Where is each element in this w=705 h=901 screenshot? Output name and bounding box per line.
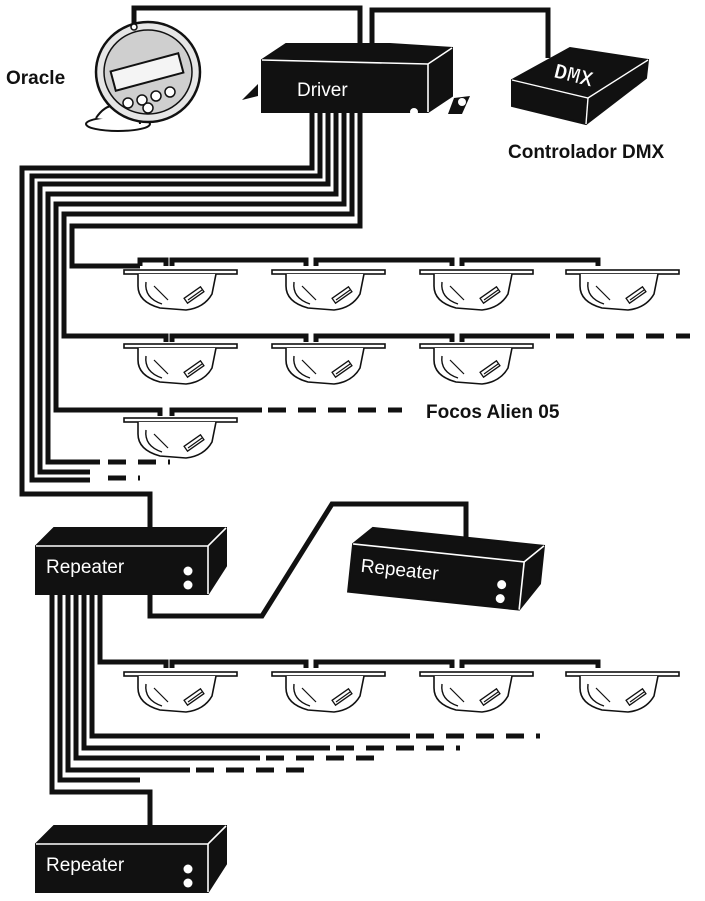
fixture (565, 671, 680, 713)
fixture (123, 343, 238, 385)
driver-device: Driver (242, 43, 470, 116)
driver-label: Driver (297, 80, 348, 101)
fixture (565, 269, 680, 311)
repeater-main: Repeater (35, 501, 469, 619)
fixture-row-3 (123, 407, 402, 459)
controller-label: Controlador DMX (508, 142, 665, 163)
fixture (123, 671, 238, 713)
fixture-row-4 (123, 659, 680, 713)
fixture-row-2 (123, 333, 690, 385)
repeater-bottom-label: Repeater (46, 855, 125, 876)
repeater-right: Repeater (347, 525, 545, 613)
fixture (123, 269, 238, 311)
lower-bus-wiring (49, 594, 540, 856)
upper-bus-wiring (19, 112, 363, 562)
fixture (419, 343, 534, 385)
dmx-controller-device: DMX (511, 46, 650, 126)
fixture-group-label: Focos Alien 05 (426, 402, 560, 423)
oracle-device (85, 20, 202, 132)
fixture (419, 671, 534, 713)
repeater-bottom: Repeater (35, 825, 227, 893)
repeater-main-label: Repeater (46, 557, 125, 578)
fixture (271, 343, 386, 385)
fixture (123, 417, 238, 459)
fixture (271, 671, 386, 713)
oracle-label: Oracle (6, 68, 66, 89)
fixture (271, 269, 386, 311)
fixture-row-1 (123, 257, 680, 311)
fixture (419, 269, 534, 311)
